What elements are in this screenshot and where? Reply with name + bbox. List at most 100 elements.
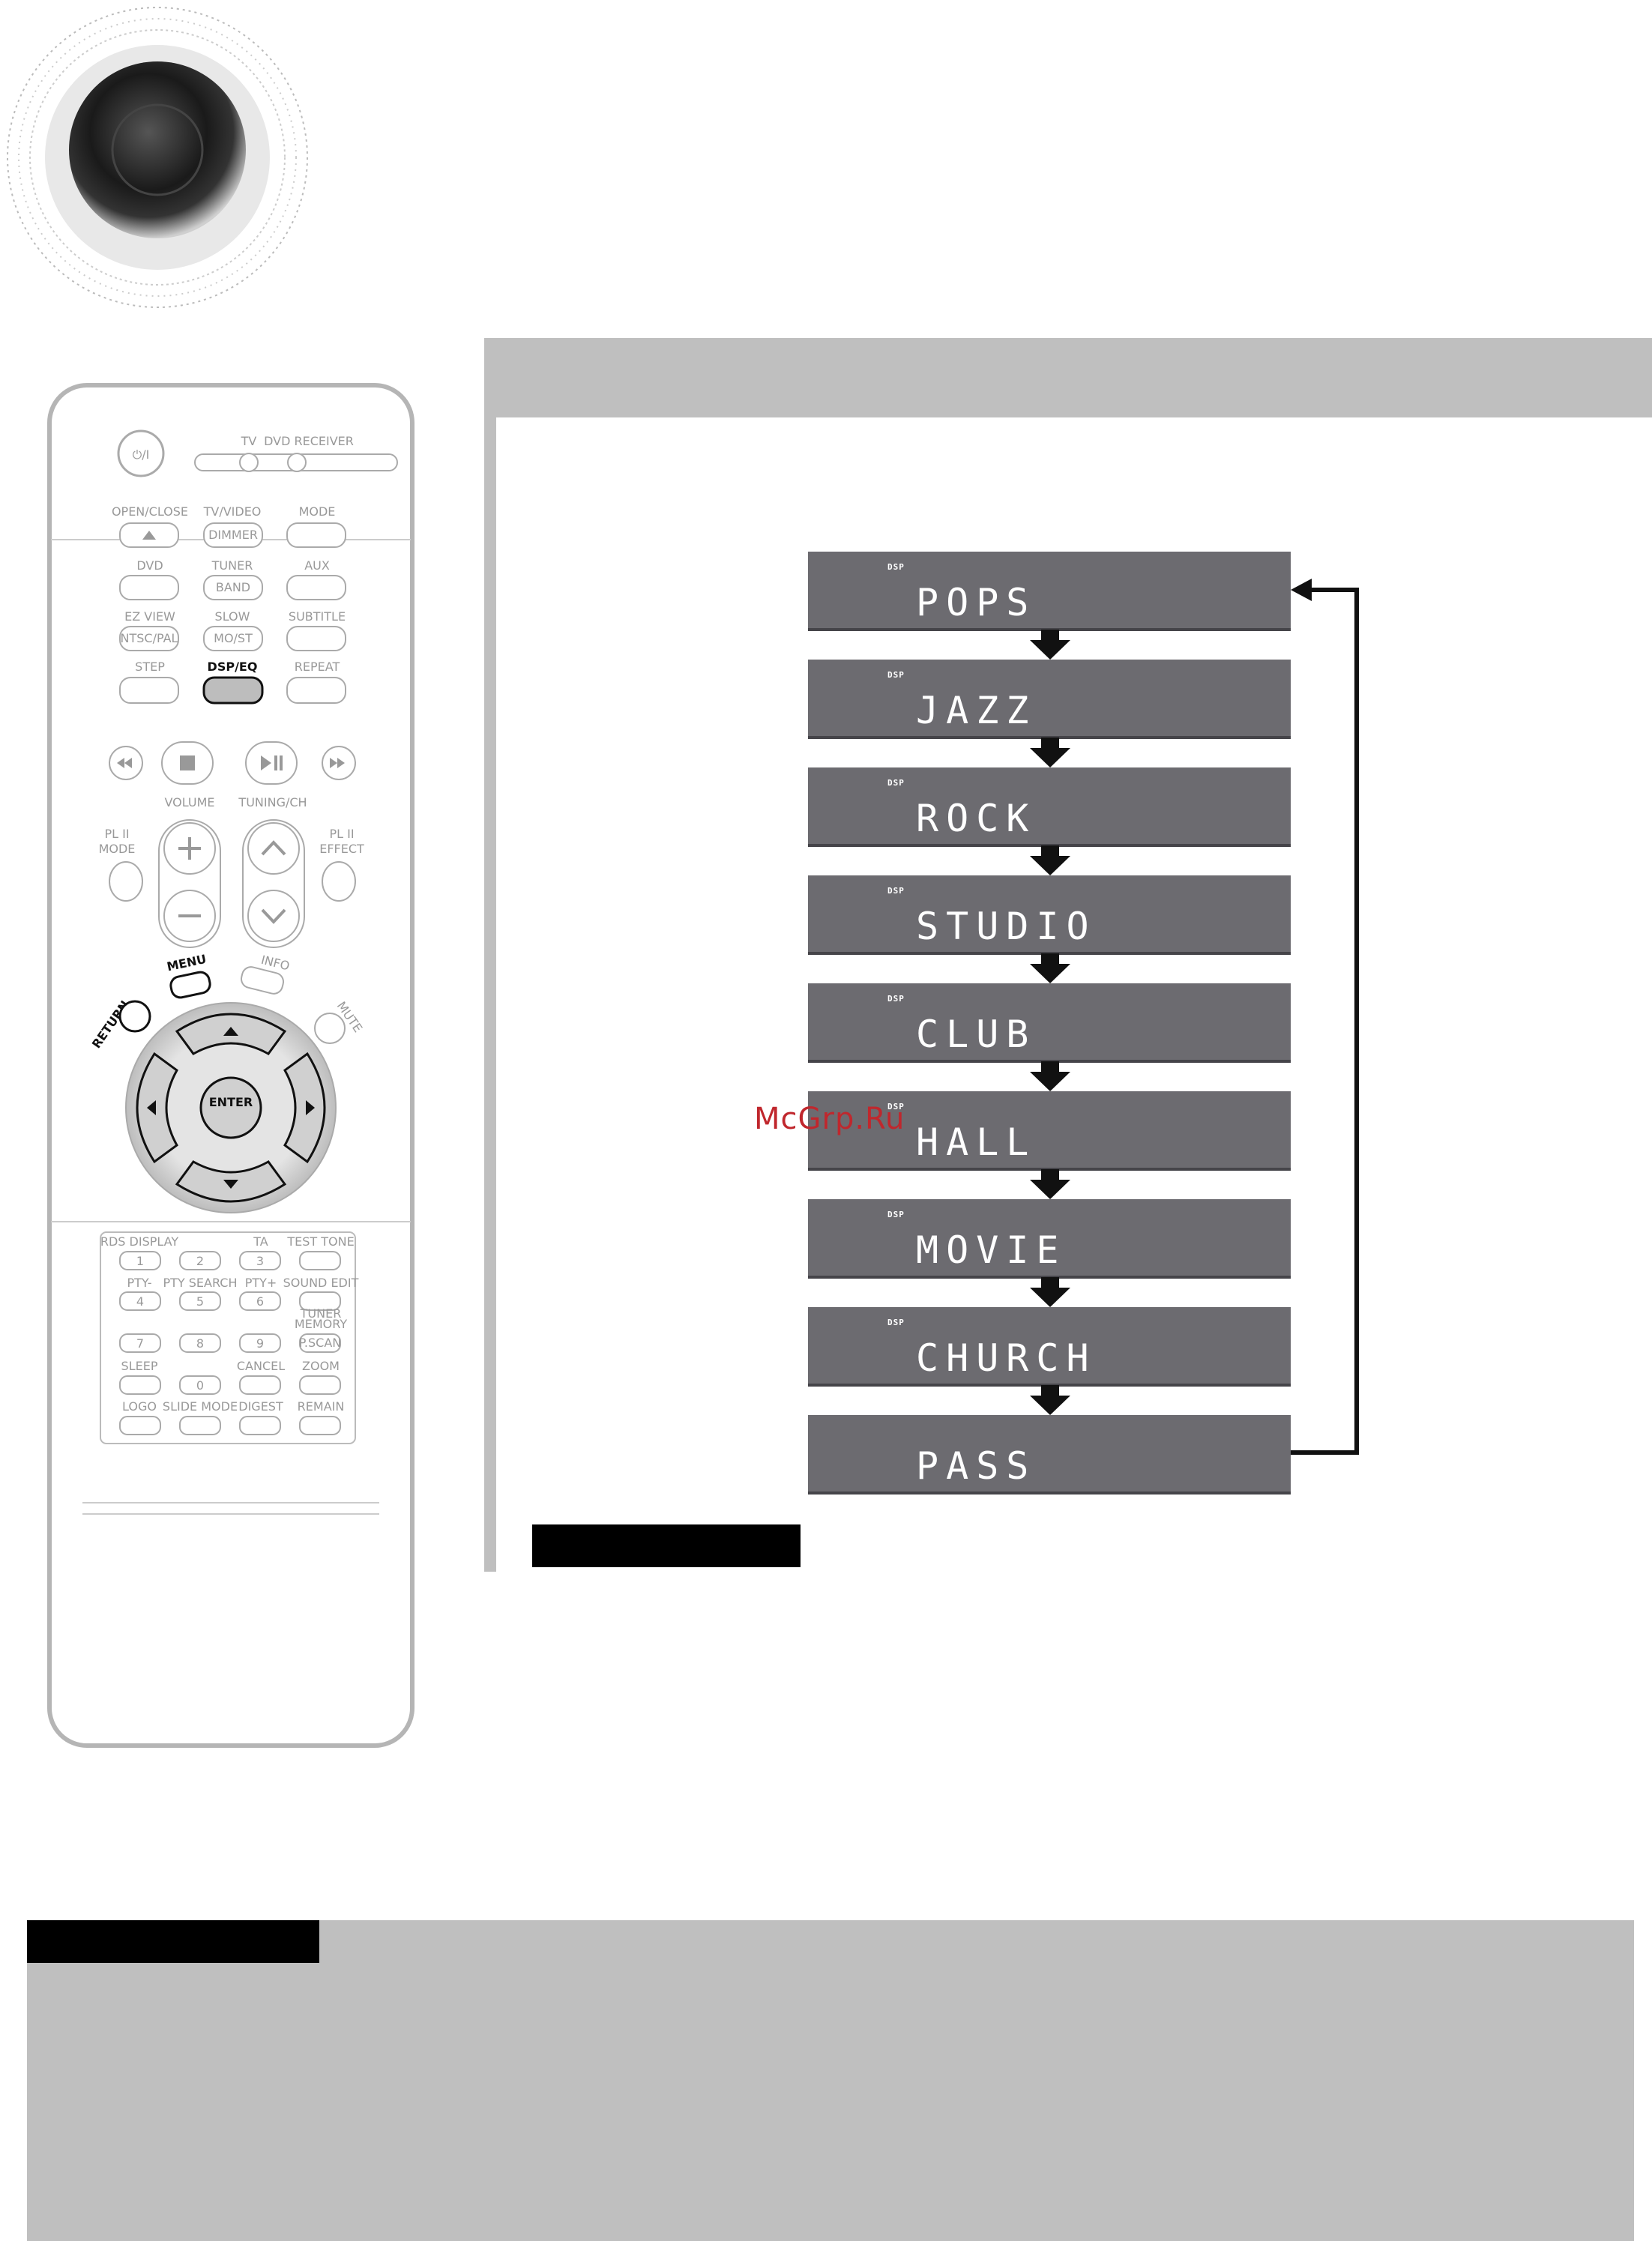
display-screen: DSP JAZZ [808, 660, 1291, 739]
next-icon [330, 758, 345, 768]
repeat-button[interactable] [286, 677, 346, 704]
dimmer-label: DIMMER [208, 528, 258, 542]
tuner-button[interactable] [203, 575, 263, 600]
ntsc-pal-label: NTSC/PAL [121, 631, 178, 645]
digit-4-button[interactable] [119, 1291, 161, 1311]
subtitle-label: SUBTITLE [289, 609, 346, 624]
bottom-note-tab [27, 1920, 319, 1963]
dvd-receiver-label: DVD RECEIVER [264, 434, 354, 448]
stop-icon [180, 755, 195, 770]
pl2-effect-label-2: EFFECT [319, 842, 364, 856]
slide-mode-button[interactable] [179, 1416, 221, 1435]
ez-view-button[interactable] [119, 626, 179, 651]
mode-button[interactable] [286, 522, 346, 548]
digit-8-label: 8 [196, 1336, 204, 1351]
tuning-ch-label: TUNING/CH [238, 795, 307, 809]
tuner-memory-label: TUNER [300, 1306, 342, 1321]
display-screen: DSP CHURCH [808, 1307, 1291, 1387]
display-screen: DSP ROCK [808, 767, 1291, 847]
down-arrow-icon [1030, 630, 1070, 660]
tv-label: TV [241, 434, 257, 448]
digit-5-button[interactable] [179, 1291, 221, 1311]
tv-video-button[interactable] [203, 522, 263, 548]
chevron-up-icon [261, 840, 286, 856]
left-button[interactable] [136, 1052, 178, 1164]
digit-8-button[interactable] [179, 1333, 221, 1353]
enter-label: ENTER [209, 1095, 253, 1109]
note-tab [532, 1524, 801, 1567]
digest-button[interactable] [239, 1416, 281, 1435]
step-label: STEP [135, 660, 165, 674]
right-button[interactable] [283, 1052, 326, 1164]
loop-back-arrow-icon [1291, 579, 1359, 1455]
digit-3-button[interactable] [239, 1251, 281, 1270]
menu-button[interactable] [169, 971, 212, 999]
speaker-logo-icon [7, 7, 308, 308]
tuning-down-button[interactable] [247, 890, 300, 942]
dsp-indicator: DSP [887, 1102, 905, 1112]
cancel-label: CANCEL [237, 1359, 285, 1373]
mode-label: HALL [916, 1120, 1037, 1164]
section-header-bar [484, 338, 1652, 417]
digit-2-button[interactable] [179, 1251, 221, 1270]
volume-label: VOLUME [165, 795, 215, 809]
display-screen: DSP CLUB [808, 983, 1291, 1063]
down-arrow-icon [1030, 1277, 1070, 1307]
tuner-label: TUNER [211, 558, 253, 573]
dsp-indicator: DSP [887, 886, 905, 896]
tuner-memory-button[interactable] [299, 1333, 341, 1353]
logo-button[interactable] [119, 1416, 161, 1435]
digit-5-label: 5 [196, 1294, 204, 1309]
cancel-button[interactable] [239, 1375, 281, 1395]
repeat-label: REPEAT [295, 660, 340, 674]
remain-button[interactable] [299, 1416, 341, 1435]
previous-icon [117, 758, 132, 768]
dvd-receiver-switch[interactable] [287, 453, 307, 472]
info-button[interactable] [239, 965, 285, 996]
mode-label: MOVIE [916, 1228, 1067, 1272]
pl2-effect-button[interactable] [322, 861, 356, 902]
test-tone-button[interactable] [299, 1251, 341, 1270]
mode-label: CLUB [916, 1013, 1037, 1056]
sleep-button[interactable] [119, 1375, 161, 1395]
dsp-indicator: DSP [887, 778, 905, 788]
power-icon: ⏻/I [133, 447, 150, 462]
zoom-button[interactable] [299, 1375, 341, 1395]
mode-label: STUDIO [916, 905, 1097, 948]
pl2-effect-label: PL II [329, 827, 354, 841]
digit-0-label: 0 [196, 1378, 204, 1393]
down-arrow-icon [1030, 1061, 1070, 1091]
return-button[interactable] [118, 1000, 151, 1033]
tuning-up-button[interactable] [247, 822, 300, 875]
dsp-indicator: DSP [887, 1210, 905, 1219]
pl2-mode-button[interactable] [109, 861, 143, 902]
sound-edit-button[interactable] [299, 1291, 341, 1311]
dsp-indicator: DSP [887, 1318, 905, 1327]
digit-7-label: 7 [136, 1336, 144, 1351]
aux-button[interactable] [286, 575, 346, 600]
play-pause-icon [261, 755, 283, 770]
enter-button[interactable] [199, 1076, 262, 1139]
digit-1-button[interactable] [119, 1251, 161, 1270]
subtitle-button[interactable] [286, 626, 346, 651]
dsp-eq-label: DSP/EQ [208, 660, 258, 674]
digit-7-button[interactable] [119, 1333, 161, 1353]
dvd-button[interactable] [119, 575, 179, 600]
digit-3-label: 3 [256, 1254, 264, 1268]
digit-6-button[interactable] [239, 1291, 281, 1311]
step-button[interactable] [119, 677, 179, 704]
tv-switch[interactable] [239, 453, 259, 472]
mute-button[interactable] [314, 1013, 346, 1044]
display-screen: PASS [808, 1415, 1291, 1494]
slow-button[interactable] [203, 626, 263, 651]
rds-display-label: RDS DISPLAY [100, 1234, 179, 1249]
dsp-eq-button[interactable] [202, 676, 264, 705]
sleep-label: SLEEP [121, 1359, 158, 1373]
power-button[interactable]: ⏻/I [117, 429, 165, 477]
plus-icon [178, 837, 201, 860]
digit-0-button[interactable] [179, 1375, 221, 1395]
digit-9-button[interactable] [239, 1333, 281, 1353]
open-close-label: OPEN/CLOSE [112, 504, 188, 519]
band-label: BAND [216, 580, 250, 594]
p-scan-label: P.SCAN [299, 1336, 341, 1350]
